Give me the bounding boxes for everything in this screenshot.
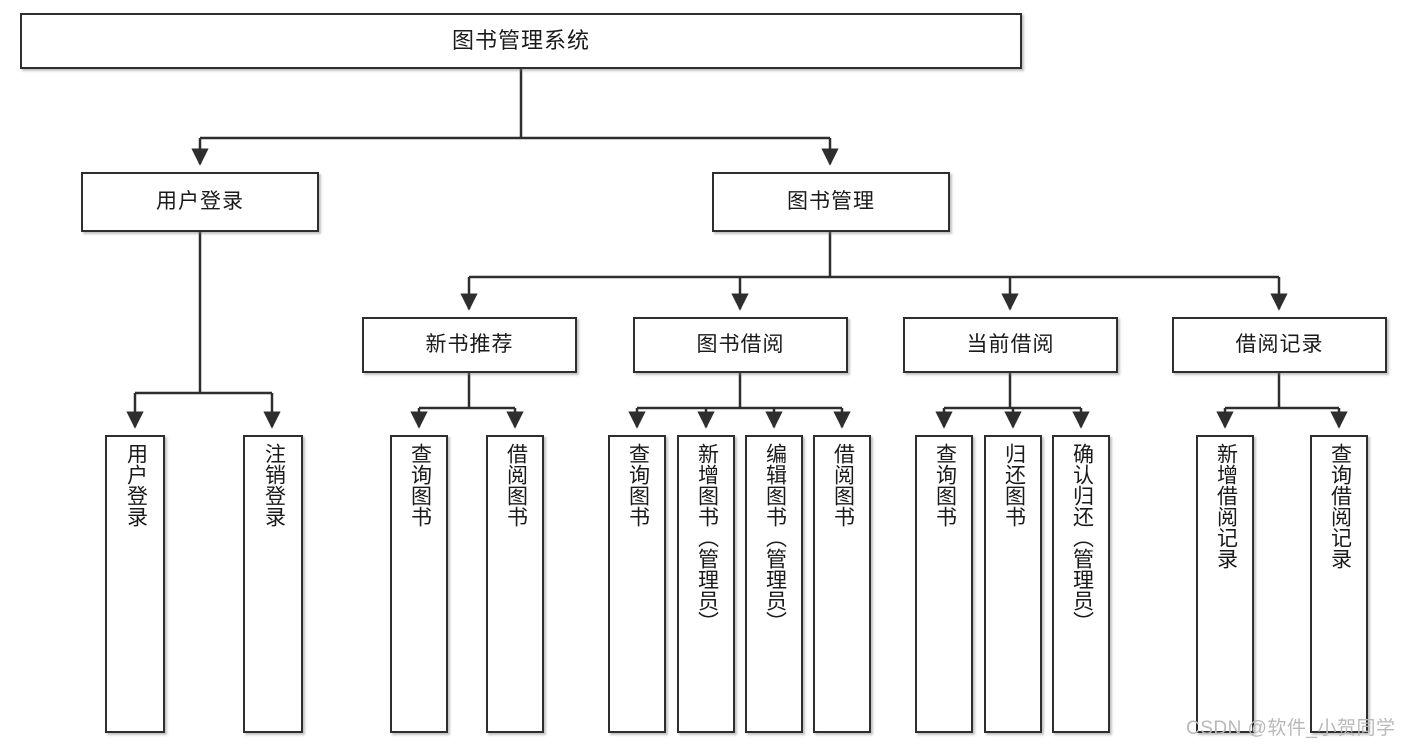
leaf-query-book-borrow[interactable]: 查询图书 [608, 435, 666, 733]
leaf-confirm-return-admin[interactable]: 确认归还（管理员） [1052, 435, 1110, 733]
leaf-add-book-admin-label: 新增图书（管理员） [695, 443, 719, 632]
leaf-borrow-book[interactable]: 借阅图书 [813, 435, 871, 733]
node-current-borrow-label: 当前借阅 [966, 333, 1055, 357]
watermark: CSDN @软件_小贺同学 [1186, 718, 1396, 739]
leaf-query-borrow-record[interactable]: 查询借阅记录 [1310, 435, 1368, 733]
node-root-label: 图书管理系统 [451, 27, 590, 53]
leaf-borrow-book-newbook-label: 借阅图书 [504, 443, 528, 527]
node-book-management-label: 图书管理 [787, 190, 875, 214]
node-book-management[interactable]: 图书管理 [712, 172, 950, 232]
node-book-borrow[interactable]: 图书借阅 [633, 317, 848, 373]
leaf-user-login-label: 用户登录 [124, 443, 148, 527]
node-new-book-recommend-label: 新书推荐 [425, 333, 514, 357]
leaf-query-book-current-label: 查询图书 [933, 443, 957, 527]
leaf-confirm-return-admin-label: 确认归还（管理员） [1070, 443, 1094, 632]
leaf-edit-book-admin-label: 编辑图书（管理员） [763, 443, 787, 632]
leaf-borrow-book-label: 借阅图书 [831, 443, 855, 527]
node-user-login-label: 用户登录 [156, 190, 244, 214]
leaf-logout-login-label: 注销登录 [262, 443, 286, 527]
leaf-borrow-book-newbook[interactable]: 借阅图书 [486, 435, 544, 733]
leaf-logout-login[interactable]: 注销登录 [243, 435, 303, 733]
node-borrow-record-label: 借阅记录 [1235, 333, 1324, 357]
leaf-add-book-admin[interactable]: 新增图书（管理员） [677, 435, 735, 733]
leaf-edit-book-admin[interactable]: 编辑图书（管理员） [745, 435, 803, 733]
leaf-return-book-label: 归还图书 [1002, 443, 1026, 527]
leaf-return-book[interactable]: 归还图书 [984, 435, 1042, 733]
leaf-query-book-newbook-label: 查询图书 [408, 443, 432, 527]
node-current-borrow[interactable]: 当前借阅 [903, 317, 1118, 373]
leaf-query-book-newbook[interactable]: 查询图书 [390, 435, 448, 733]
node-root[interactable]: 图书管理系统 [20, 13, 1022, 69]
leaf-query-book-current[interactable]: 查询图书 [915, 435, 973, 733]
leaf-query-book-borrow-label: 查询图书 [626, 443, 650, 527]
leaf-add-borrow-record-label: 新增借阅记录 [1214, 443, 1238, 569]
leaf-add-borrow-record[interactable]: 新增借阅记录 [1196, 435, 1254, 733]
leaf-user-login[interactable]: 用户登录 [105, 435, 165, 733]
node-borrow-record[interactable]: 借阅记录 [1172, 317, 1387, 373]
node-new-book-recommend[interactable]: 新书推荐 [362, 317, 577, 373]
node-user-login[interactable]: 用户登录 [81, 172, 319, 232]
node-book-borrow-label: 图书借阅 [696, 333, 785, 357]
leaf-query-borrow-record-label: 查询借阅记录 [1328, 443, 1352, 569]
